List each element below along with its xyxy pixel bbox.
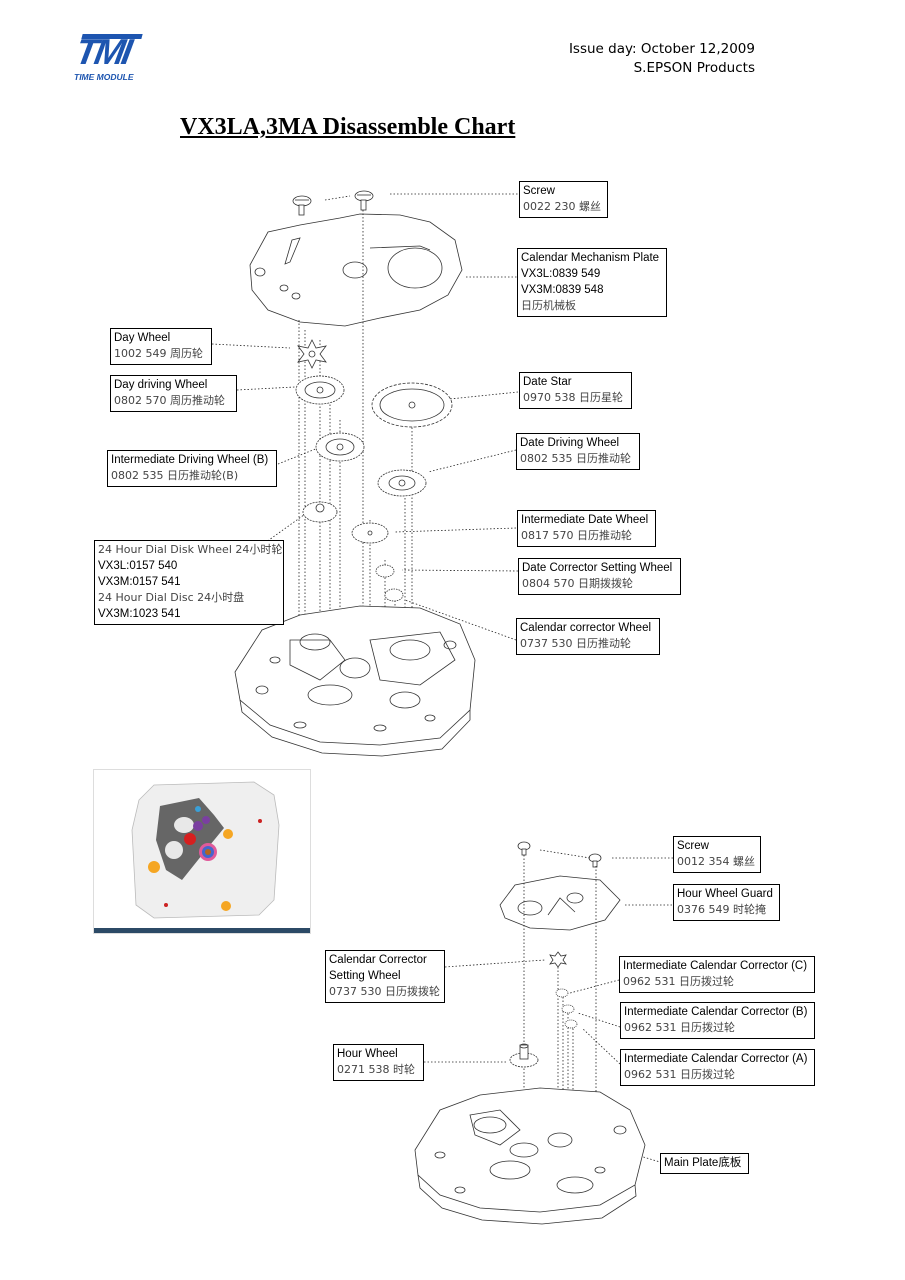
label-title: Day Wheel — [114, 332, 171, 344]
screw-bottom-right — [588, 853, 602, 868]
label-part-number: 0802 535 日历推动轮(B) — [111, 469, 239, 482]
intermediate-calendar-corrector-c-gear — [555, 988, 569, 998]
label-part-number: 0962 531 日历拨过轮 — [624, 1021, 735, 1034]
label-24-hour-dial: 24 Hour Dial Disk Wheel 24小时轮 VX3L:0157 … — [94, 540, 284, 625]
day-wheel-gear — [297, 339, 327, 369]
thumbnail-bar — [94, 928, 310, 933]
label-title: Intermediate Calendar Corrector (B) — [624, 1006, 808, 1018]
label-part-number: VX3M:0157 541 — [98, 576, 181, 588]
label-part-number: 0817 570 日历推动轮 — [521, 529, 632, 542]
label-title: Calendar corrector Wheel — [520, 622, 652, 634]
label-part-number: 0802 535 日历推动轮 — [520, 452, 631, 465]
logo-subtext: TIME MODULE — [74, 72, 134, 82]
label-hour-wheel-guard: Hour Wheel Guard 0376 549 时轮掩 — [673, 884, 780, 921]
label-part-number: 0376 549 时轮掩 — [677, 903, 766, 916]
movement-thumbnail — [93, 769, 311, 934]
label-screw-2: Screw 0012 354 螺丝 — [673, 836, 761, 873]
label-title: Day driving Wheel — [114, 379, 208, 391]
label-part-number: 0271 538 时轮 — [337, 1063, 415, 1076]
label-title: Main Plate底板 — [664, 1157, 742, 1169]
label-title: Intermediate Calendar Corrector (A) — [624, 1053, 808, 1065]
label-part-number: 1002 549 周历轮 — [114, 347, 203, 360]
label-part-number: VX3L:0839 549 — [521, 268, 601, 280]
day-driving-wheel-gear — [295, 375, 345, 405]
label-title: Intermediate Driving Wheel (B) — [111, 454, 269, 466]
label-hour-wheel: Hour Wheel 0271 538 时轮 — [333, 1044, 424, 1081]
24-hour-wheel-gear — [302, 501, 338, 523]
label-date-driving-wheel: Date Driving Wheel 0802 535 日历推动轮 — [516, 433, 640, 470]
hour-wheel-guard-shape — [499, 875, 621, 931]
page-title: VX3LA,3MA Disassemble Chart — [180, 114, 516, 140]
label-part-number: 0802 570 周历推动轮 — [114, 394, 225, 407]
label-part-number: 0970 538 日历星轮 — [523, 391, 623, 404]
label-intermediate-calendar-corrector-a: Intermediate Calendar Corrector (A) 0962… — [620, 1049, 815, 1086]
screw-top-right — [354, 190, 374, 211]
intermediate-calendar-corrector-b-gear — [561, 1004, 575, 1014]
label-title: Intermediate Date Wheel — [521, 514, 649, 526]
label-title: Hour Wheel Guard — [677, 888, 773, 900]
label-title: Date Corrector Setting Wheel — [522, 562, 673, 574]
label-title: Calendar Mechanism Plate — [521, 252, 660, 264]
label-title: Screw — [523, 185, 555, 197]
calendar-corrector-setting-wheel-gear — [549, 951, 567, 968]
thumb-red-gear — [184, 833, 196, 845]
date-corrector-setting-wheel-gear — [375, 564, 395, 578]
label-main-plate: Main Plate底板 — [660, 1153, 749, 1174]
calendar-plate-shape — [249, 213, 463, 327]
label-date-star: Date Star 0970 538 日历星轮 — [519, 372, 632, 409]
label-part-number: VX3M:0839 548 — [521, 284, 604, 296]
date-driving-wheel-gear — [377, 469, 427, 497]
label-title: Setting Wheel — [329, 970, 401, 982]
label-title: Screw — [677, 840, 709, 852]
label-intermediate-calendar-corrector-c: Intermediate Calendar Corrector (C) 0962… — [619, 956, 815, 993]
calendar-corrector-wheel-gear — [384, 588, 404, 602]
issue-block: Issue day: October 12,2009 S.EPSON Produ… — [569, 40, 755, 78]
label-screw-1: Screw 0022 230 螺丝 — [519, 181, 608, 218]
label-part-number: 0962 531 日历拨过轮 — [624, 1068, 735, 1081]
tmi-logo: TMI TIME MODULE — [72, 31, 144, 84]
issue-day: Issue day: October 12,2009 — [568, 41, 755, 57]
label-day-driving-wheel: Day driving Wheel 0802 570 周历推动轮 — [110, 375, 237, 412]
intermediate-driving-wheel-b-gear — [315, 432, 365, 462]
label-part-number: 0804 570 日期拨拨轮 — [522, 577, 633, 590]
label-part-number: 0737 530 日历推动轮 — [520, 637, 631, 650]
screw-top-left — [292, 195, 312, 216]
label-calendar-mechanism-plate: Calendar Mechanism Plate VX3L:0839 549 V… — [517, 248, 667, 317]
screw-bottom-left — [517, 841, 531, 856]
top-main-plate — [234, 605, 476, 757]
hour-wheel-gear — [509, 1043, 539, 1068]
company-name: S.EPSON Products — [633, 60, 755, 76]
label-title: Hour Wheel — [337, 1048, 398, 1060]
label-calendar-corrector-setting-wheel: Calendar Corrector Setting Wheel 0737 53… — [325, 950, 445, 1003]
label-part-number: 0022 230 螺丝 — [523, 200, 601, 213]
label-title: Intermediate Calendar Corrector (C) — [623, 960, 808, 972]
label-intermediate-calendar-corrector-b: Intermediate Calendar Corrector (B) 0962… — [620, 1002, 815, 1039]
label-title: Date Driving Wheel — [520, 437, 620, 449]
label-part-number: 0012 354 螺丝 — [677, 855, 755, 868]
intermediate-calendar-corrector-a-gear — [564, 1019, 578, 1029]
label-part-number: 0737 530 日历拨拨轮 — [329, 985, 440, 998]
label-day-wheel: Day Wheel 1002 549 周历轮 — [110, 328, 212, 365]
label-date-corrector-setting-wheel: Date Corrector Setting Wheel 0804 570 日期… — [518, 558, 681, 595]
label-part-number: VX3M:1023 541 — [98, 608, 181, 620]
label-part-number: 0962 531 日历拨过轮 — [623, 975, 734, 988]
label-title: Calendar Corrector — [329, 954, 427, 966]
thumbnail-image — [131, 781, 280, 919]
date-star-gear — [371, 382, 453, 428]
label-title: Date Star — [523, 376, 572, 388]
label-title: 24 Hour Dial Disk Wheel 24小时轮 — [98, 543, 283, 556]
label-intermediate-date-wheel: Intermediate Date Wheel 0817 570 日历推动轮 — [517, 510, 656, 547]
bottom-main-plate — [414, 1087, 646, 1225]
intermediate-date-wheel-gear — [351, 522, 389, 544]
label-calendar-corrector-wheel: Calendar corrector Wheel 0737 530 日历推动轮 — [516, 618, 660, 655]
label-title: 24 Hour Dial Disc 24小时盘 — [98, 591, 245, 604]
label-intermediate-driving-wheel-b: Intermediate Driving Wheel (B) 0802 535 … — [107, 450, 277, 487]
label-part-number: VX3L:0157 540 — [98, 560, 178, 572]
label-chinese-name: 日历机械板 — [521, 299, 576, 312]
